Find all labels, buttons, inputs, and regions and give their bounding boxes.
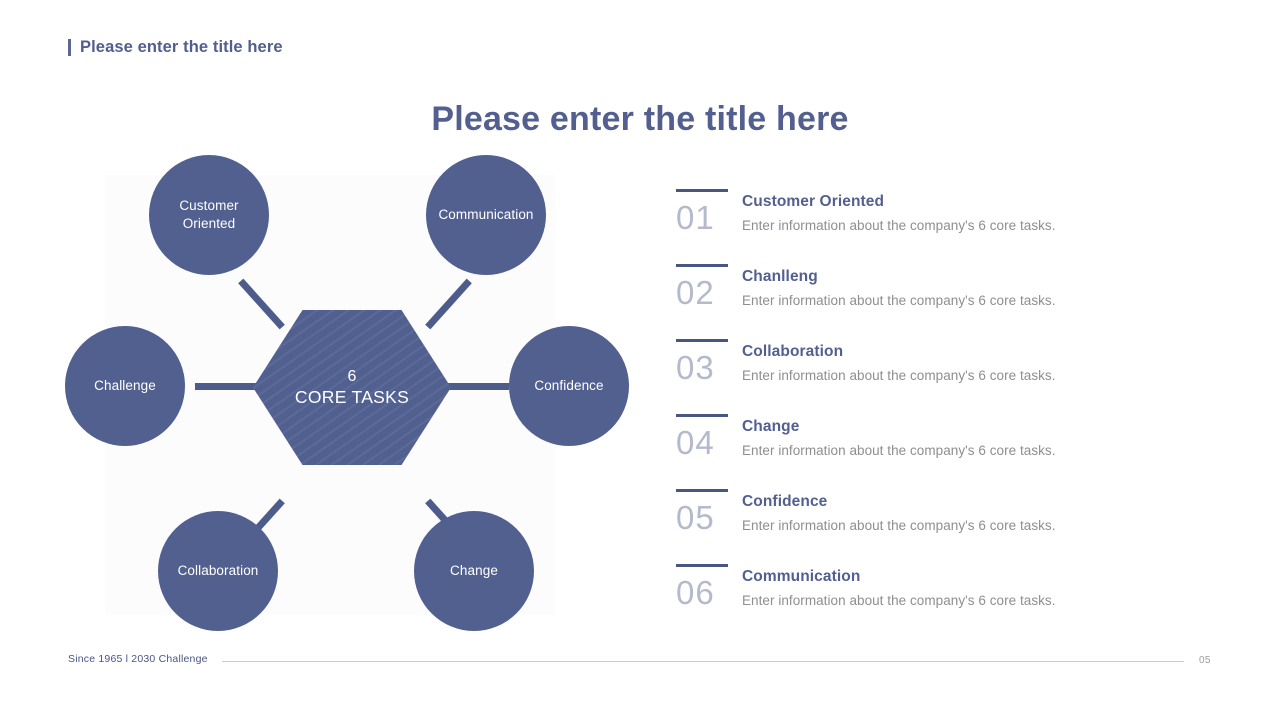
connector-confidence [444, 382, 509, 390]
diagram-node-collaboration-label: Collaboration [177, 563, 259, 579]
diagram-node-communication-label: Communication [438, 207, 534, 223]
list-item[interactable]: 04 Change Enter information about the co… [676, 411, 1216, 486]
list-item-title: Collaboration [742, 343, 844, 360]
core-tasks-list: 01 Customer Oriented Enter information a… [676, 186, 1216, 636]
diagram-node-customer-oriented-label: Customer Oriented [171, 197, 246, 232]
header-title: Please enter the title here [80, 38, 283, 56]
header-accent-bar [68, 39, 71, 56]
list-item-title: Customer Oriented [742, 193, 885, 210]
connector-challenge [195, 382, 260, 390]
list-item-text-column: Collaboration Enter information about th… [742, 336, 1216, 385]
diagram-node-communication[interactable]: Communication [426, 155, 546, 275]
list-item-text-column: Confidence Enter information about the c… [742, 486, 1216, 535]
list-item[interactable]: 03 Collaboration Enter information about… [676, 336, 1216, 411]
footer-text: Since 1965 l 2030 Challenge [68, 653, 208, 665]
list-item-description: Enter information about the company's 6 … [742, 518, 1056, 534]
customer-line-2: Oriented [182, 216, 236, 231]
list-item-rule [676, 414, 728, 417]
list-item[interactable]: 02 Chanlleng Enter information about the… [676, 261, 1216, 336]
list-item-description: Enter information about the company's 6 … [742, 443, 1056, 459]
list-item-text-column: Chanlleng Enter information about the co… [742, 261, 1216, 310]
diagram-node-confidence[interactable]: Confidence [509, 326, 629, 446]
page-title: Please enter the title here [0, 100, 1280, 139]
list-item-number: 03 [676, 349, 715, 386]
list-item-number-column: 04 [676, 411, 742, 459]
diagram-node-challenge-label: Challenge [94, 378, 156, 394]
list-item-rule [676, 489, 728, 492]
diagram-node-challenge[interactable]: Challenge [65, 326, 185, 446]
list-item-rule [676, 189, 728, 192]
list-item-number: 05 [676, 499, 715, 536]
list-item[interactable]: 06 Communication Enter information about… [676, 561, 1216, 636]
list-item-rule [676, 339, 728, 342]
list-item-number: 02 [676, 274, 715, 311]
slide-header: Please enter the title here [68, 38, 283, 57]
list-item-title: Change [742, 418, 800, 435]
list-item-number: 06 [676, 574, 715, 611]
diagram-node-change-label: Change [450, 563, 498, 579]
diagram-node-collaboration[interactable]: Collaboration [158, 511, 278, 631]
page-title-text: Please enter the title here [431, 100, 849, 138]
list-item-description: Enter information about the company's 6 … [742, 593, 1056, 609]
list-item-description: Enter information about the company's 6 … [742, 218, 1056, 234]
list-item-number: 01 [676, 199, 715, 236]
list-item-text-column: Change Enter information about the compa… [742, 411, 1216, 460]
center-hexagon[interactable]: 6 CORE TASKS [253, 310, 451, 465]
list-item-text-column: Customer Oriented Enter information abou… [742, 186, 1216, 235]
list-item-title: Chanlleng [742, 268, 818, 285]
diagram-node-customer-oriented[interactable]: Customer Oriented [149, 155, 269, 275]
list-item[interactable]: 01 Customer Oriented Enter information a… [676, 186, 1216, 261]
diagram-node-confidence-label: Confidence [534, 378, 604, 394]
list-item-title: Confidence [742, 493, 828, 510]
list-item-title: Communication [742, 568, 861, 585]
list-item-rule [676, 564, 728, 567]
list-item-number-column: 05 [676, 486, 742, 534]
list-item-description: Enter information about the company's 6 … [742, 368, 1056, 384]
list-item-number-column: 03 [676, 336, 742, 384]
list-item-description: Enter information about the company's 6 … [742, 293, 1056, 309]
list-item-number-column: 02 [676, 261, 742, 309]
list-item-number-column: 06 [676, 561, 742, 609]
list-item-number: 04 [676, 424, 715, 461]
page-number: 05 [1199, 655, 1211, 666]
diagram-node-change[interactable]: Change [414, 511, 534, 631]
customer-line-1: Customer [179, 198, 239, 214]
hexagon-hub-diagram: 6 CORE TASKS Customer Oriented Communica… [60, 145, 660, 645]
list-item-number-column: 01 [676, 186, 742, 234]
list-item[interactable]: 05 Confidence Enter information about th… [676, 486, 1216, 561]
footer-divider [222, 661, 1184, 662]
list-item-rule [676, 264, 728, 267]
list-item-text-column: Communication Enter information about th… [742, 561, 1216, 610]
